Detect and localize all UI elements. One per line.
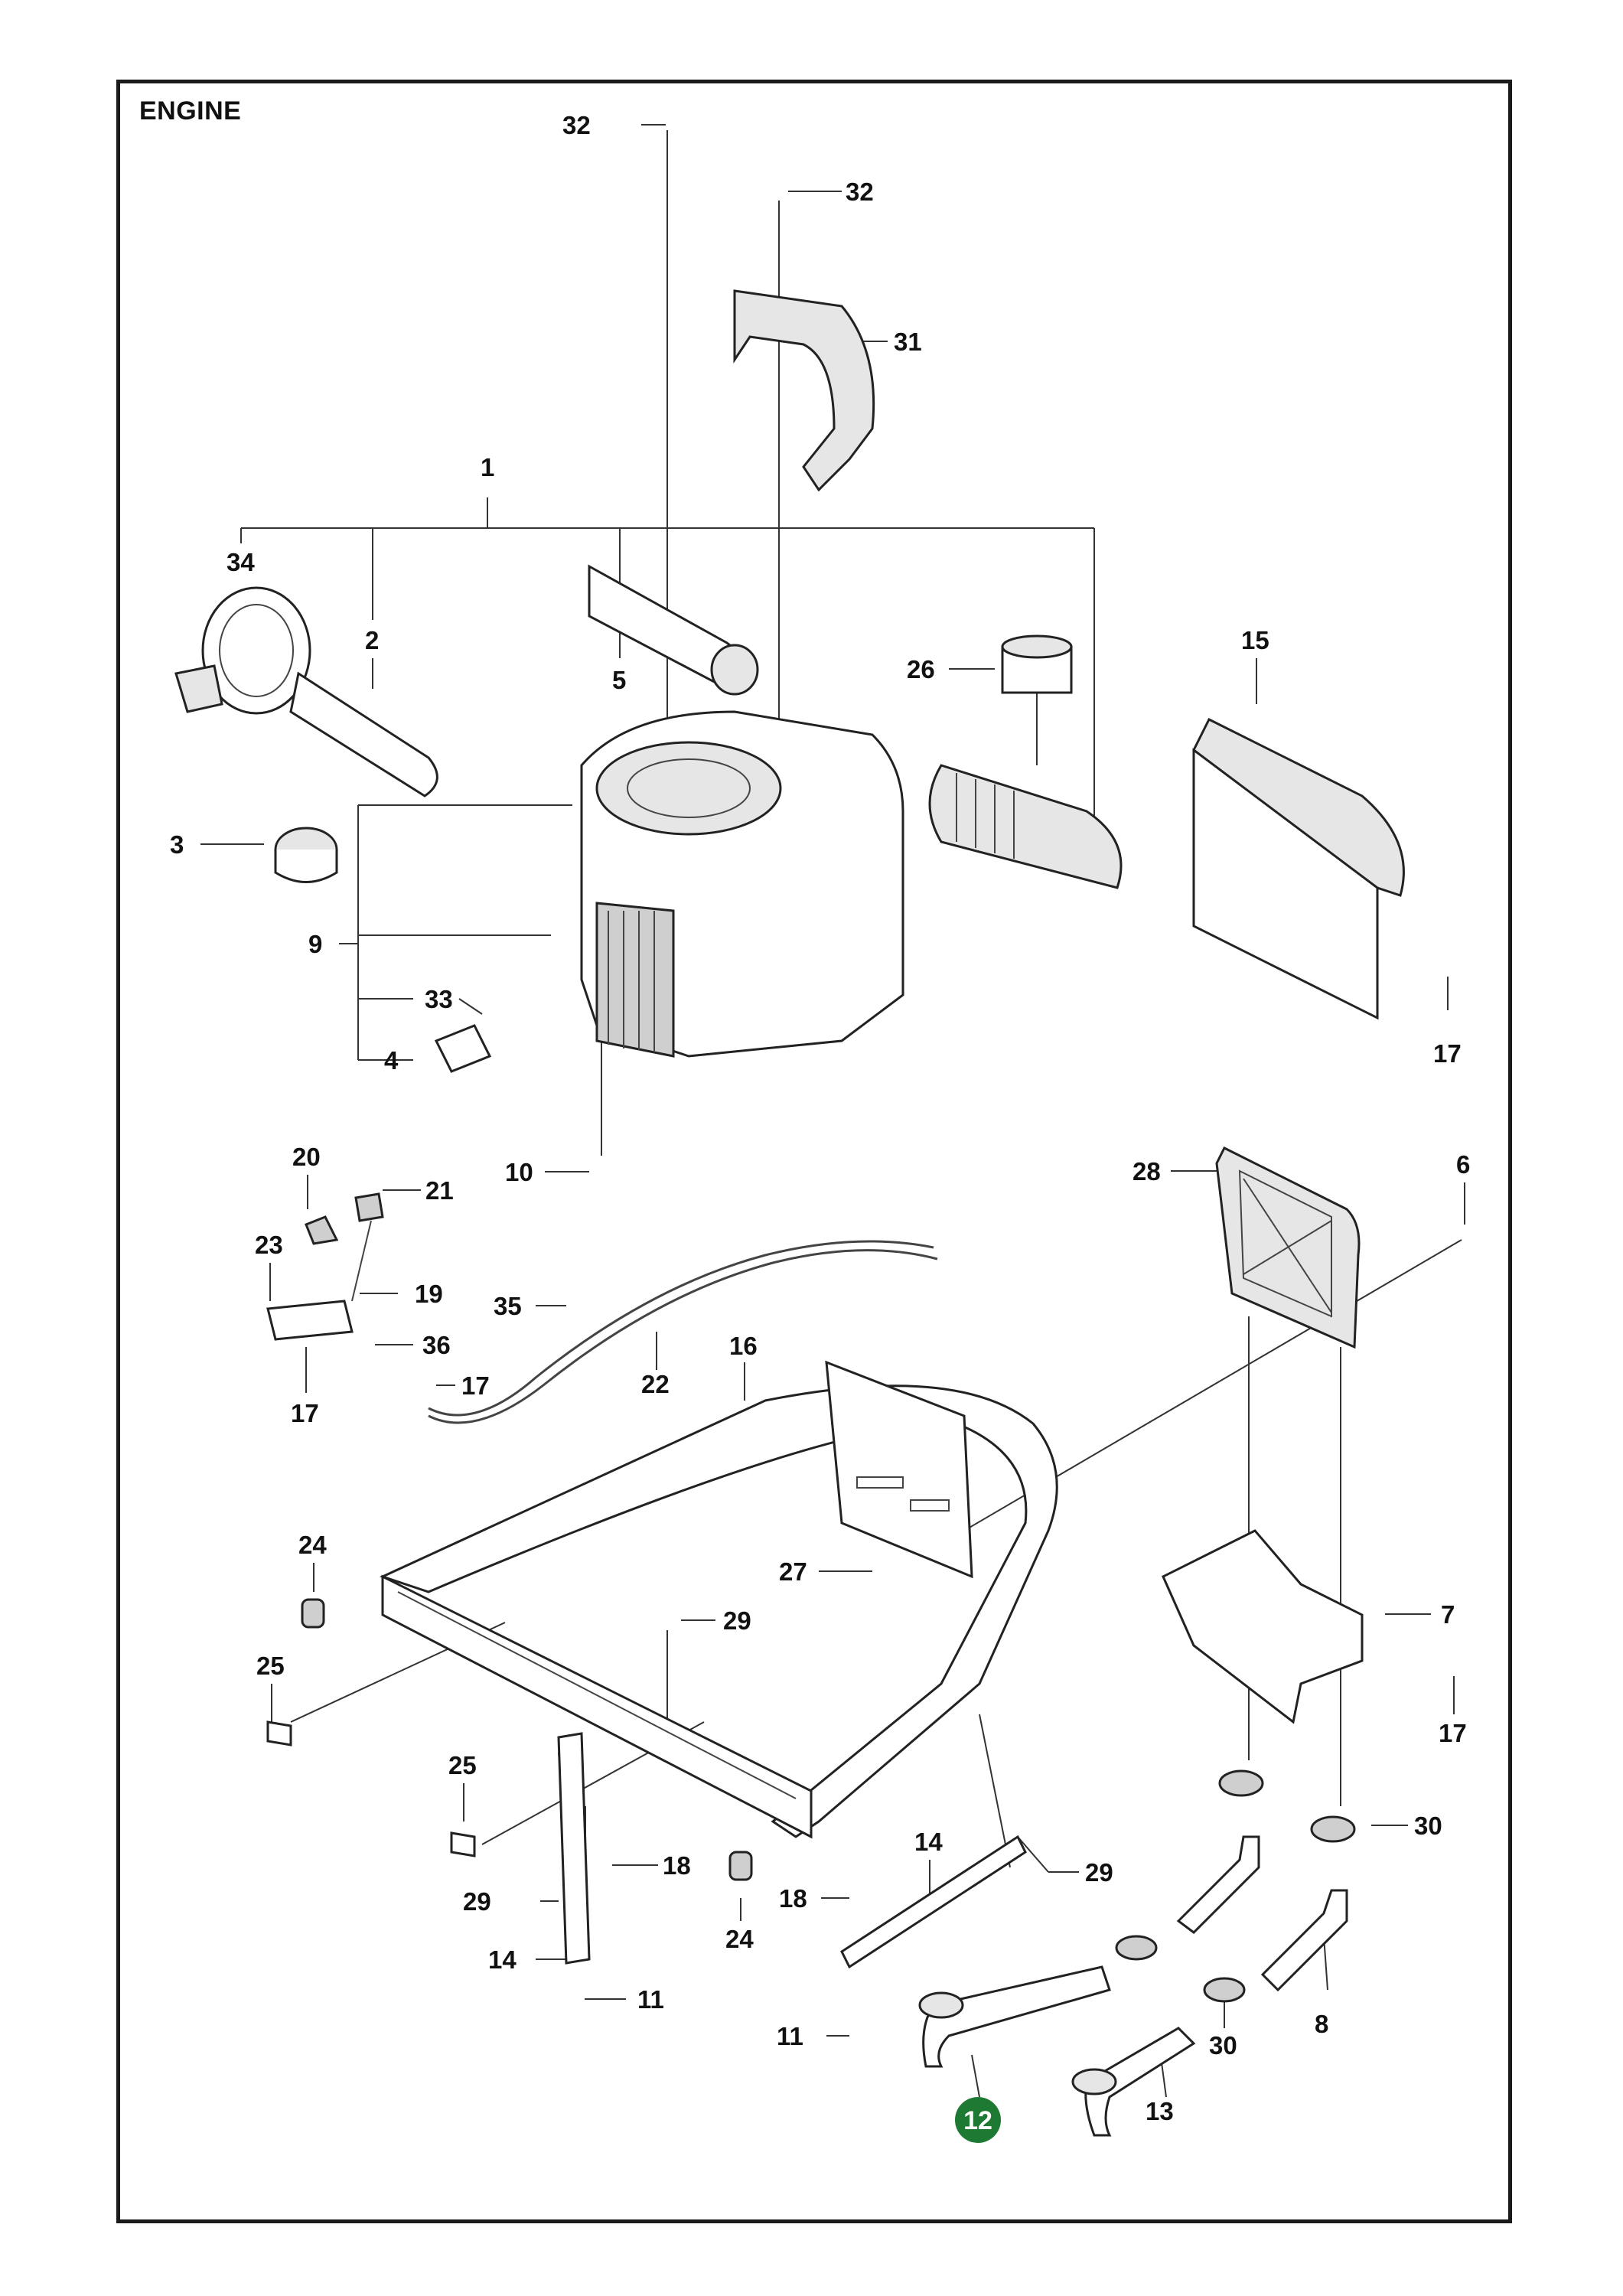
knob-part-21: [354, 1192, 384, 1222]
callout-label: 30: [1209, 2031, 1237, 2060]
bracket-part-14: [557, 1732, 591, 1965]
callout-label: 20: [292, 1143, 321, 1171]
callout-label: 6: [1456, 1150, 1470, 1179]
air-filter-housing: [928, 764, 1123, 889]
bracket-part-23: [266, 1300, 354, 1341]
callout-label: 11: [637, 1985, 664, 2014]
callout-label: 22: [641, 1370, 670, 1398]
callout-label: 1: [481, 453, 494, 481]
clamp-part-30b: [1310, 1815, 1356, 1843]
callout-label: 11: [777, 2022, 803, 2050]
bracket-part-14b: [840, 1835, 1027, 1969]
bumper-part-24b: [728, 1851, 753, 1881]
callout-label: 17: [461, 1371, 490, 1400]
callout-label-highlighted: 12: [963, 2106, 992, 2135]
callout-label: 8: [1315, 2010, 1328, 2038]
callout-label: 10: [505, 1158, 533, 1186]
frame-part-16: [379, 1384, 1058, 1838]
motor-plate: [825, 1360, 973, 1579]
callout-label: 26: [907, 655, 935, 683]
callout-label: 34: [227, 548, 255, 576]
callout-label: 36: [422, 1331, 451, 1359]
clip-part-25b: [450, 1831, 476, 1857]
callout-label: 25: [448, 1751, 477, 1779]
callout-label: 30: [1414, 1812, 1442, 1840]
callout-label: 3: [170, 830, 184, 859]
diagram-title: ENGINE: [139, 96, 242, 126]
clip-part-25: [266, 1720, 292, 1746]
callout-label: 17: [1433, 1039, 1462, 1068]
callout-label: 25: [256, 1652, 285, 1680]
callout-label: 2: [365, 626, 379, 654]
bumper-part-24: [301, 1598, 325, 1629]
callout-label: 19: [415, 1280, 443, 1308]
callout-label: 28: [1133, 1157, 1161, 1186]
highlight-badge: [955, 2097, 1001, 2143]
callout-label: 17: [1439, 1719, 1467, 1747]
callout-label: 4: [384, 1046, 399, 1075]
part-drawings: [174, 289, 1405, 2137]
callout-label: 29: [1085, 1858, 1113, 1887]
shroud-part-31: [733, 289, 875, 492]
callout-label: 9: [308, 930, 322, 958]
callout-label: 14: [914, 1828, 943, 1856]
callout-label: 35: [494, 1292, 522, 1320]
callout-label: 15: [1241, 626, 1269, 654]
callout-label: 21: [425, 1176, 454, 1205]
callout-label: 17: [291, 1399, 319, 1427]
exhaust-pipe-part-12: [922, 1965, 1111, 2068]
callout-label: 5: [612, 666, 626, 694]
callout-label: 32: [562, 111, 591, 139]
bracket-part-7: [1162, 1529, 1364, 1724]
fuel-filter-part-4: [434, 1024, 492, 1073]
callout-label: 24: [298, 1531, 327, 1559]
exhaust-pipe-part-13: [1084, 2027, 1196, 2137]
callout-label: 27: [779, 1557, 807, 1586]
callout-label: 7: [1441, 1600, 1455, 1629]
callout-label: 16: [729, 1332, 758, 1360]
callout-label: 24: [725, 1925, 754, 1953]
exhaust-pipe-part-8: [1260, 1889, 1348, 1992]
callout-label: 31: [894, 328, 922, 356]
callout-label: 33: [425, 985, 453, 1013]
knob-part-20: [305, 1215, 339, 1245]
sleeve-part-2: [289, 671, 438, 797]
callout-label: 29: [723, 1606, 751, 1635]
callout-label: 14: [488, 1945, 517, 1974]
callout-label: 13: [1146, 2097, 1174, 2125]
callout-label: 23: [255, 1231, 283, 1259]
callout-label: 18: [663, 1851, 691, 1880]
callout-label: 29: [463, 1887, 491, 1916]
callout-label: 32: [846, 178, 874, 206]
callout-label: 18: [779, 1884, 807, 1913]
diagram-frame: [116, 80, 1512, 2223]
callout-labels: 32 32 31 1 34 2 5 26 15 3 9 33 4 10 17 2…: [170, 111, 1470, 2143]
clamp-part-30: [1218, 1769, 1264, 1797]
